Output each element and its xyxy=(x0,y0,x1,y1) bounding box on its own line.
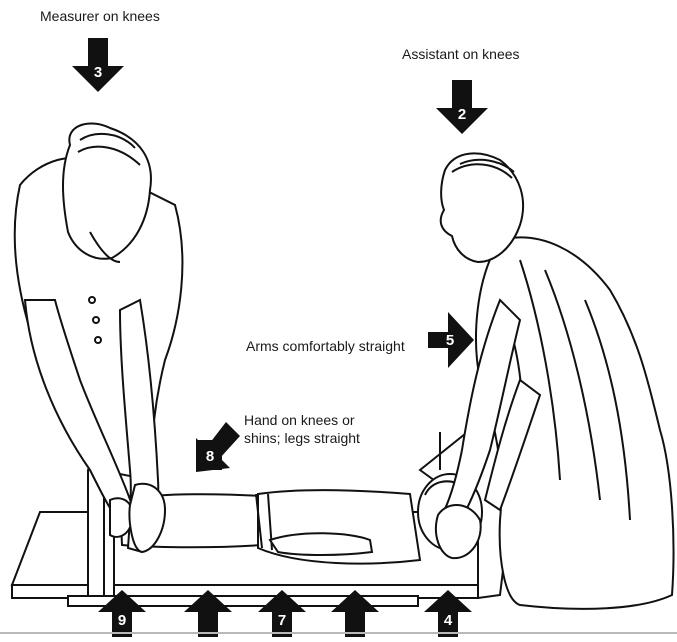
hand-label-line2: shins; legs straight xyxy=(244,430,360,447)
arrow-5-number: 5 xyxy=(446,332,454,349)
arrow-2-icon: 2 xyxy=(436,80,488,134)
arrow-3-number: 3 xyxy=(94,64,102,81)
arrow-5-icon: 5 xyxy=(428,312,474,368)
measurer-figure xyxy=(15,123,183,552)
arrow-8-number: 8 xyxy=(206,448,214,465)
arrow-7-number: 7 xyxy=(278,612,286,629)
hand-label-line1: Hand on knees or xyxy=(244,412,355,429)
arrow-9-number: 9 xyxy=(118,612,126,629)
arrow-4-number: 4 xyxy=(444,612,453,629)
arms-label: Arms comfortably straight xyxy=(246,338,405,355)
arrow-8-icon: 8 xyxy=(196,422,240,472)
measurer-label: Measurer on knees xyxy=(40,8,160,25)
assistant-figure xyxy=(436,153,674,608)
arrow-2-number: 2 xyxy=(458,106,466,123)
arrow-3-icon: 3 xyxy=(72,38,124,92)
bottom-divider xyxy=(0,632,677,634)
assistant-label: Assistant on knees xyxy=(402,46,520,63)
